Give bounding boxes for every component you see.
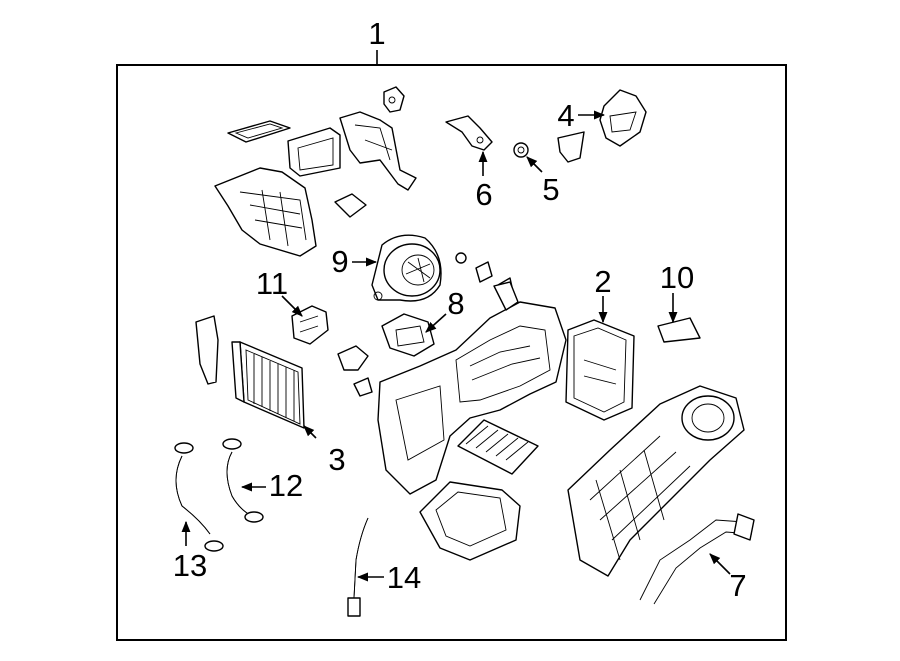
- callout-4: 4: [557, 98, 574, 133]
- part-2-evaporator: [565, 319, 635, 421]
- callout-11: 11: [256, 266, 288, 301]
- callout-8: 8: [447, 286, 464, 321]
- part-14-drain-tube: [347, 517, 369, 617]
- callout-7: 7: [729, 568, 746, 603]
- main-hvac-housing: [377, 281, 567, 495]
- callout-6: 6: [475, 177, 492, 212]
- lower-case-tray: [419, 481, 521, 561]
- part-10-sensor: [657, 317, 701, 343]
- callout-14: 14: [387, 560, 421, 595]
- part-7-refrigerant-lines: [639, 513, 755, 605]
- callout-5: 5: [542, 172, 559, 207]
- upper-housing-parts: [214, 86, 417, 257]
- part-9-blower-motor: [371, 234, 442, 302]
- air-filter: [457, 419, 539, 475]
- part-13-hose: [174, 442, 224, 552]
- part-4-actuator: [557, 89, 647, 163]
- callout-13: 13: [173, 548, 207, 583]
- part-8-actuator: [381, 313, 435, 357]
- part-5-grommet: [513, 142, 529, 158]
- rear-housing: [567, 385, 745, 577]
- leader-lines: [181, 110, 731, 582]
- callout-10: 10: [660, 260, 694, 295]
- callout-1: 1: [368, 16, 385, 51]
- callout-2: 2: [594, 264, 611, 299]
- part-3-heater-core: [195, 315, 305, 429]
- callout-3: 3: [328, 442, 345, 477]
- assembly-frame: [116, 64, 787, 641]
- part-6-bracket: [445, 115, 493, 151]
- part-12-hose: [222, 438, 264, 523]
- callout-12: 12: [269, 468, 303, 503]
- callout-9: 9: [331, 244, 348, 279]
- callout-labels: 1 2 3 4 5 6 7 8 9 10 11 12 13 14: [173, 16, 747, 603]
- center-small-parts: [337, 345, 373, 397]
